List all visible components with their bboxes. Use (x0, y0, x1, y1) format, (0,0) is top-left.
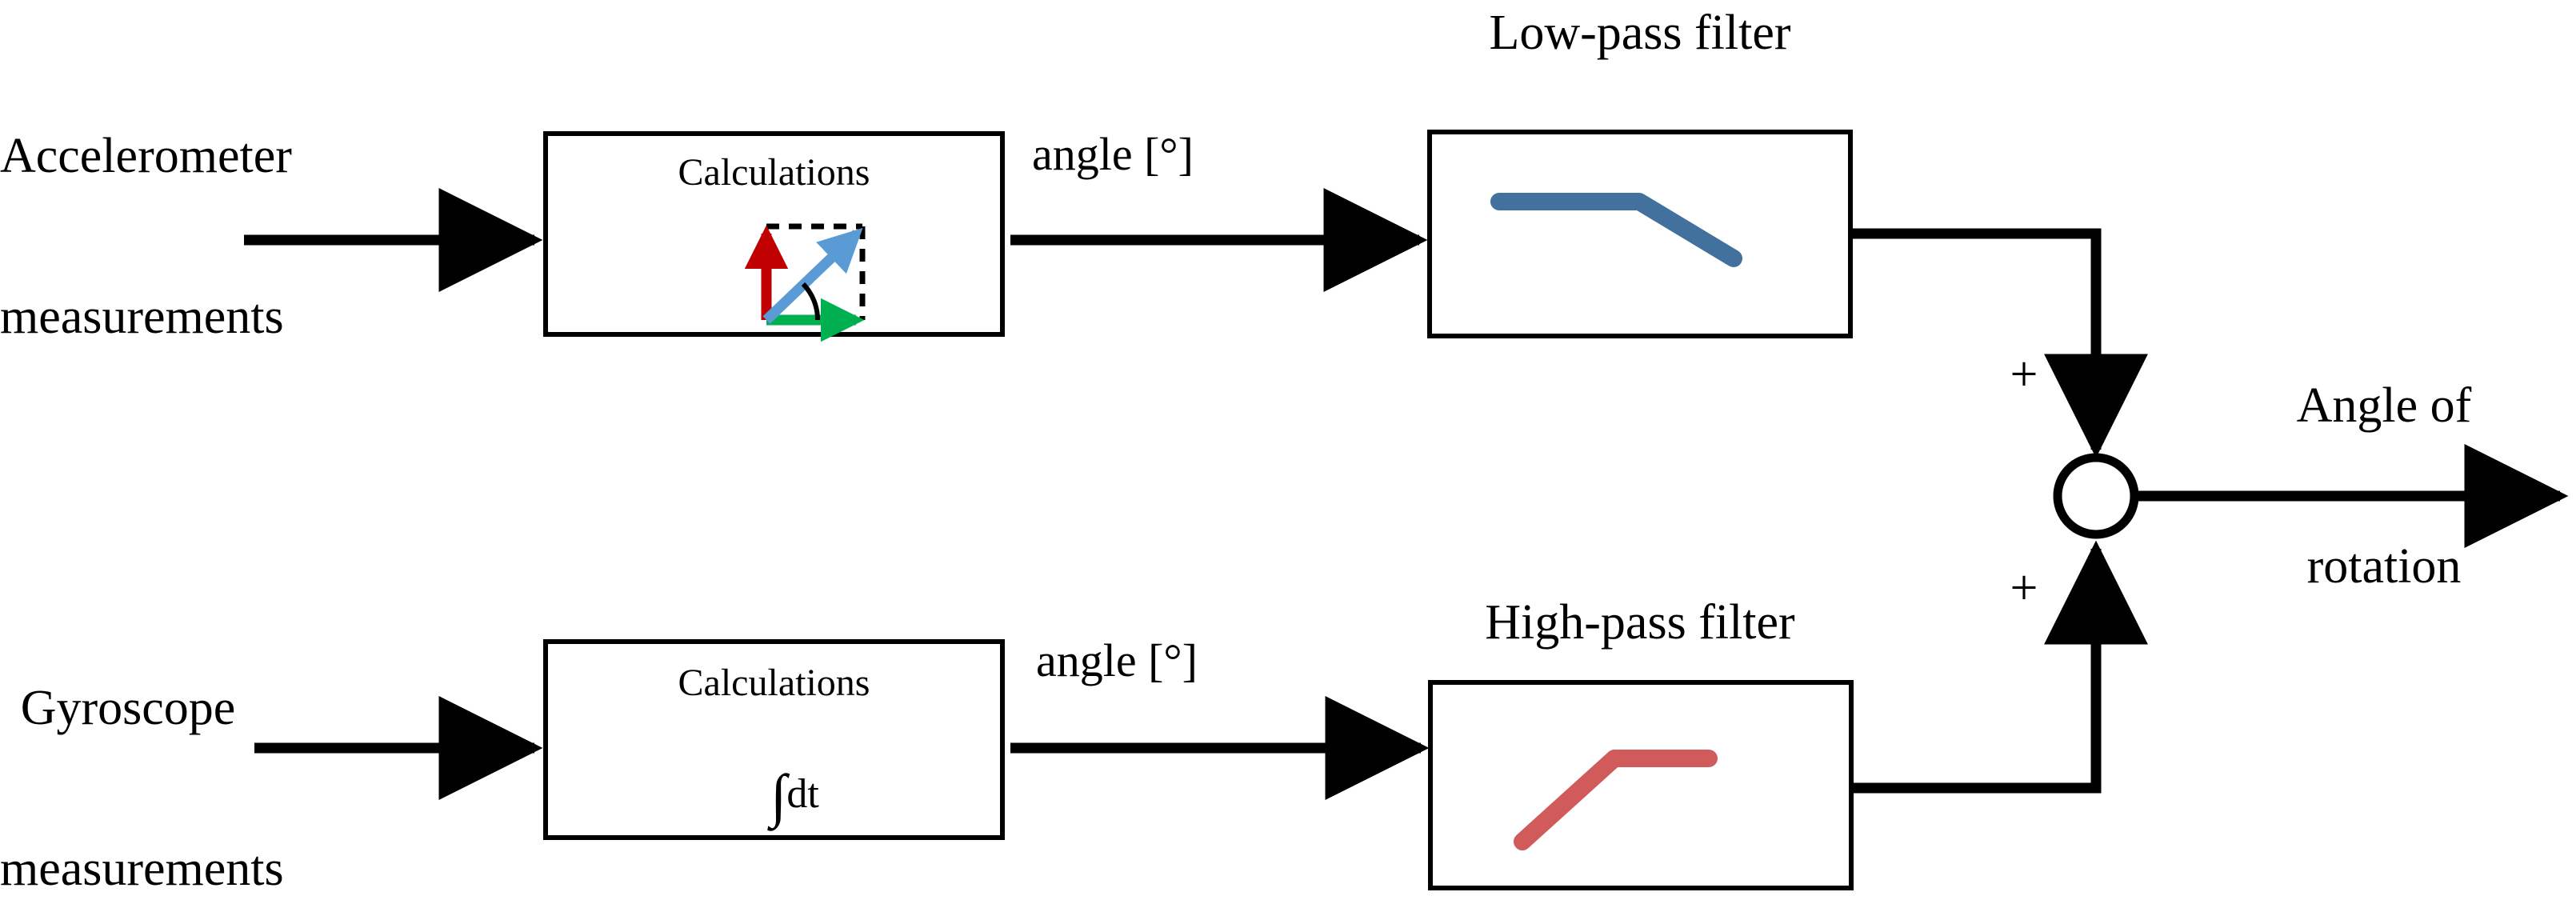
gyroscope-input-line1: Gyroscope (20, 680, 236, 735)
summing-junction-plus-bottom: + (2010, 561, 2038, 615)
gyroscope-input-label: Gyroscope measurements (0, 574, 284, 916)
gyroscope-input-line2: measurements (0, 841, 284, 896)
accelerometer-input-line1: Accelerometer (0, 128, 292, 183)
gyro-integral-label: ∫dt (546, 720, 1002, 874)
low-pass-filter-caption: Low-pass filter (1489, 6, 1791, 60)
angle-of-rotation-line2: rotation (2306, 538, 2462, 594)
high-pass-filter-box[interactable] (1428, 680, 1854, 890)
low-pass-filter-box[interactable] (1427, 130, 1853, 338)
low-pass-response-curve-icon (1490, 193, 1742, 267)
summing-junction-circle[interactable] (2053, 453, 2139, 539)
accelerometer-input-label: Accelerometer measurements (0, 22, 292, 451)
integral-differential-label: dt (786, 771, 819, 818)
high-pass-filter-caption: High-pass filter (1485, 595, 1795, 650)
accel-calculations-label: Calculations (678, 151, 870, 194)
gyro-angle-signal-label-2: angle [°] (1036, 634, 1198, 686)
vector-resultant-arrow (762, 227, 863, 324)
integral-icon: ∫ (770, 763, 787, 830)
gyro-calculations-box[interactable] (543, 639, 1005, 840)
accelerometer-input-line2: measurements (0, 289, 284, 344)
angle-of-rotation-line1: Angle of (2296, 378, 2472, 433)
low-pass-output-wire (1850, 228, 2148, 458)
summing-junction-plus-top: + (2010, 347, 2038, 402)
angle-of-rotation-label: Angle of rotation (2208, 272, 2560, 701)
high-pass-output-wire (1851, 540, 2148, 794)
gyro-calculations-label: Calculations (678, 662, 870, 704)
vector-angle-arc (801, 282, 821, 321)
accel-angle-signal-label: angle [°] (1032, 128, 1194, 180)
vector-angle-icon (744, 223, 866, 342)
high-pass-response-curve-icon (1514, 750, 1718, 850)
